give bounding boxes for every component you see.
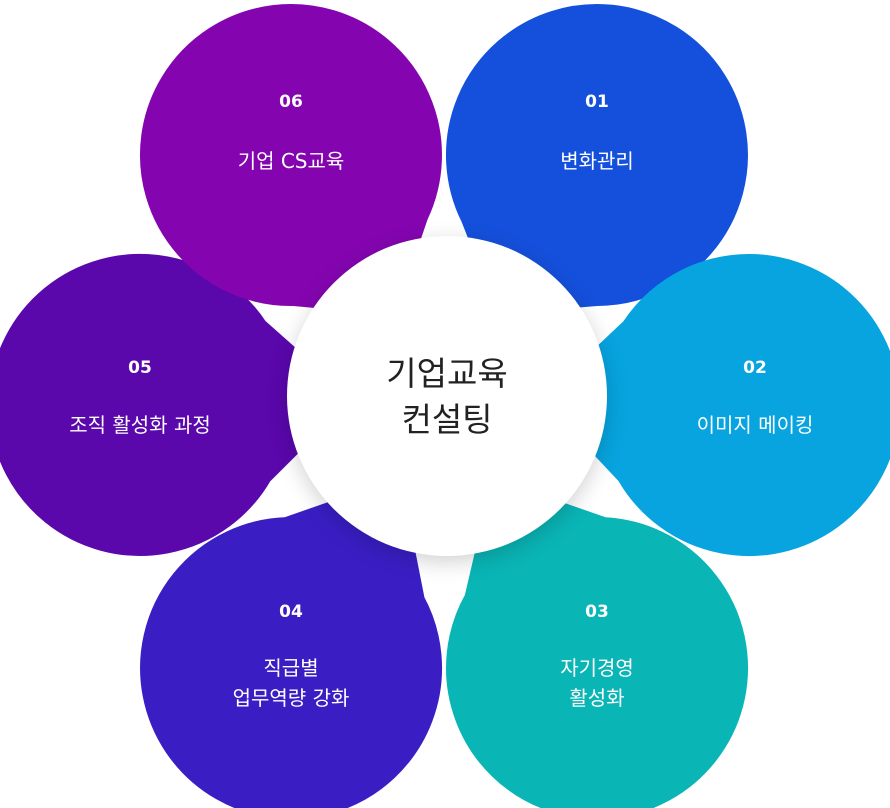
petal-04-shape (140, 480, 443, 808)
center-circle: 기업교육 컨설팅 (287, 236, 607, 556)
petal-06-label: 기업 CS교육 (237, 149, 345, 173)
petal-02-label: 이미지 메이킹 (696, 413, 814, 437)
petal-01-number: 01 (585, 92, 609, 112)
petal-05-number: 05 (128, 358, 152, 378)
petal-02-shape (546, 254, 890, 557)
petal-05-label: 조직 활성화 과정 (69, 413, 211, 437)
petal-02-number: 02 (743, 358, 767, 378)
petal-03-number: 03 (585, 602, 609, 622)
petal-06-shape (139, 4, 442, 315)
petal-04-label: 직급별 업무역량 강화 (232, 656, 350, 710)
petal-04-number: 04 (279, 602, 303, 622)
petal-01-shape (446, 4, 748, 314)
petal-06-number: 06 (279, 92, 303, 112)
petal-01-label: 변화관리 (560, 149, 634, 173)
petal-03-label: 자기경영 활성화 (560, 656, 634, 710)
petal-03-shape (446, 481, 749, 808)
petal-05-shape (0, 253, 348, 556)
center-title: 기업교육 컨설팅 (386, 354, 508, 439)
